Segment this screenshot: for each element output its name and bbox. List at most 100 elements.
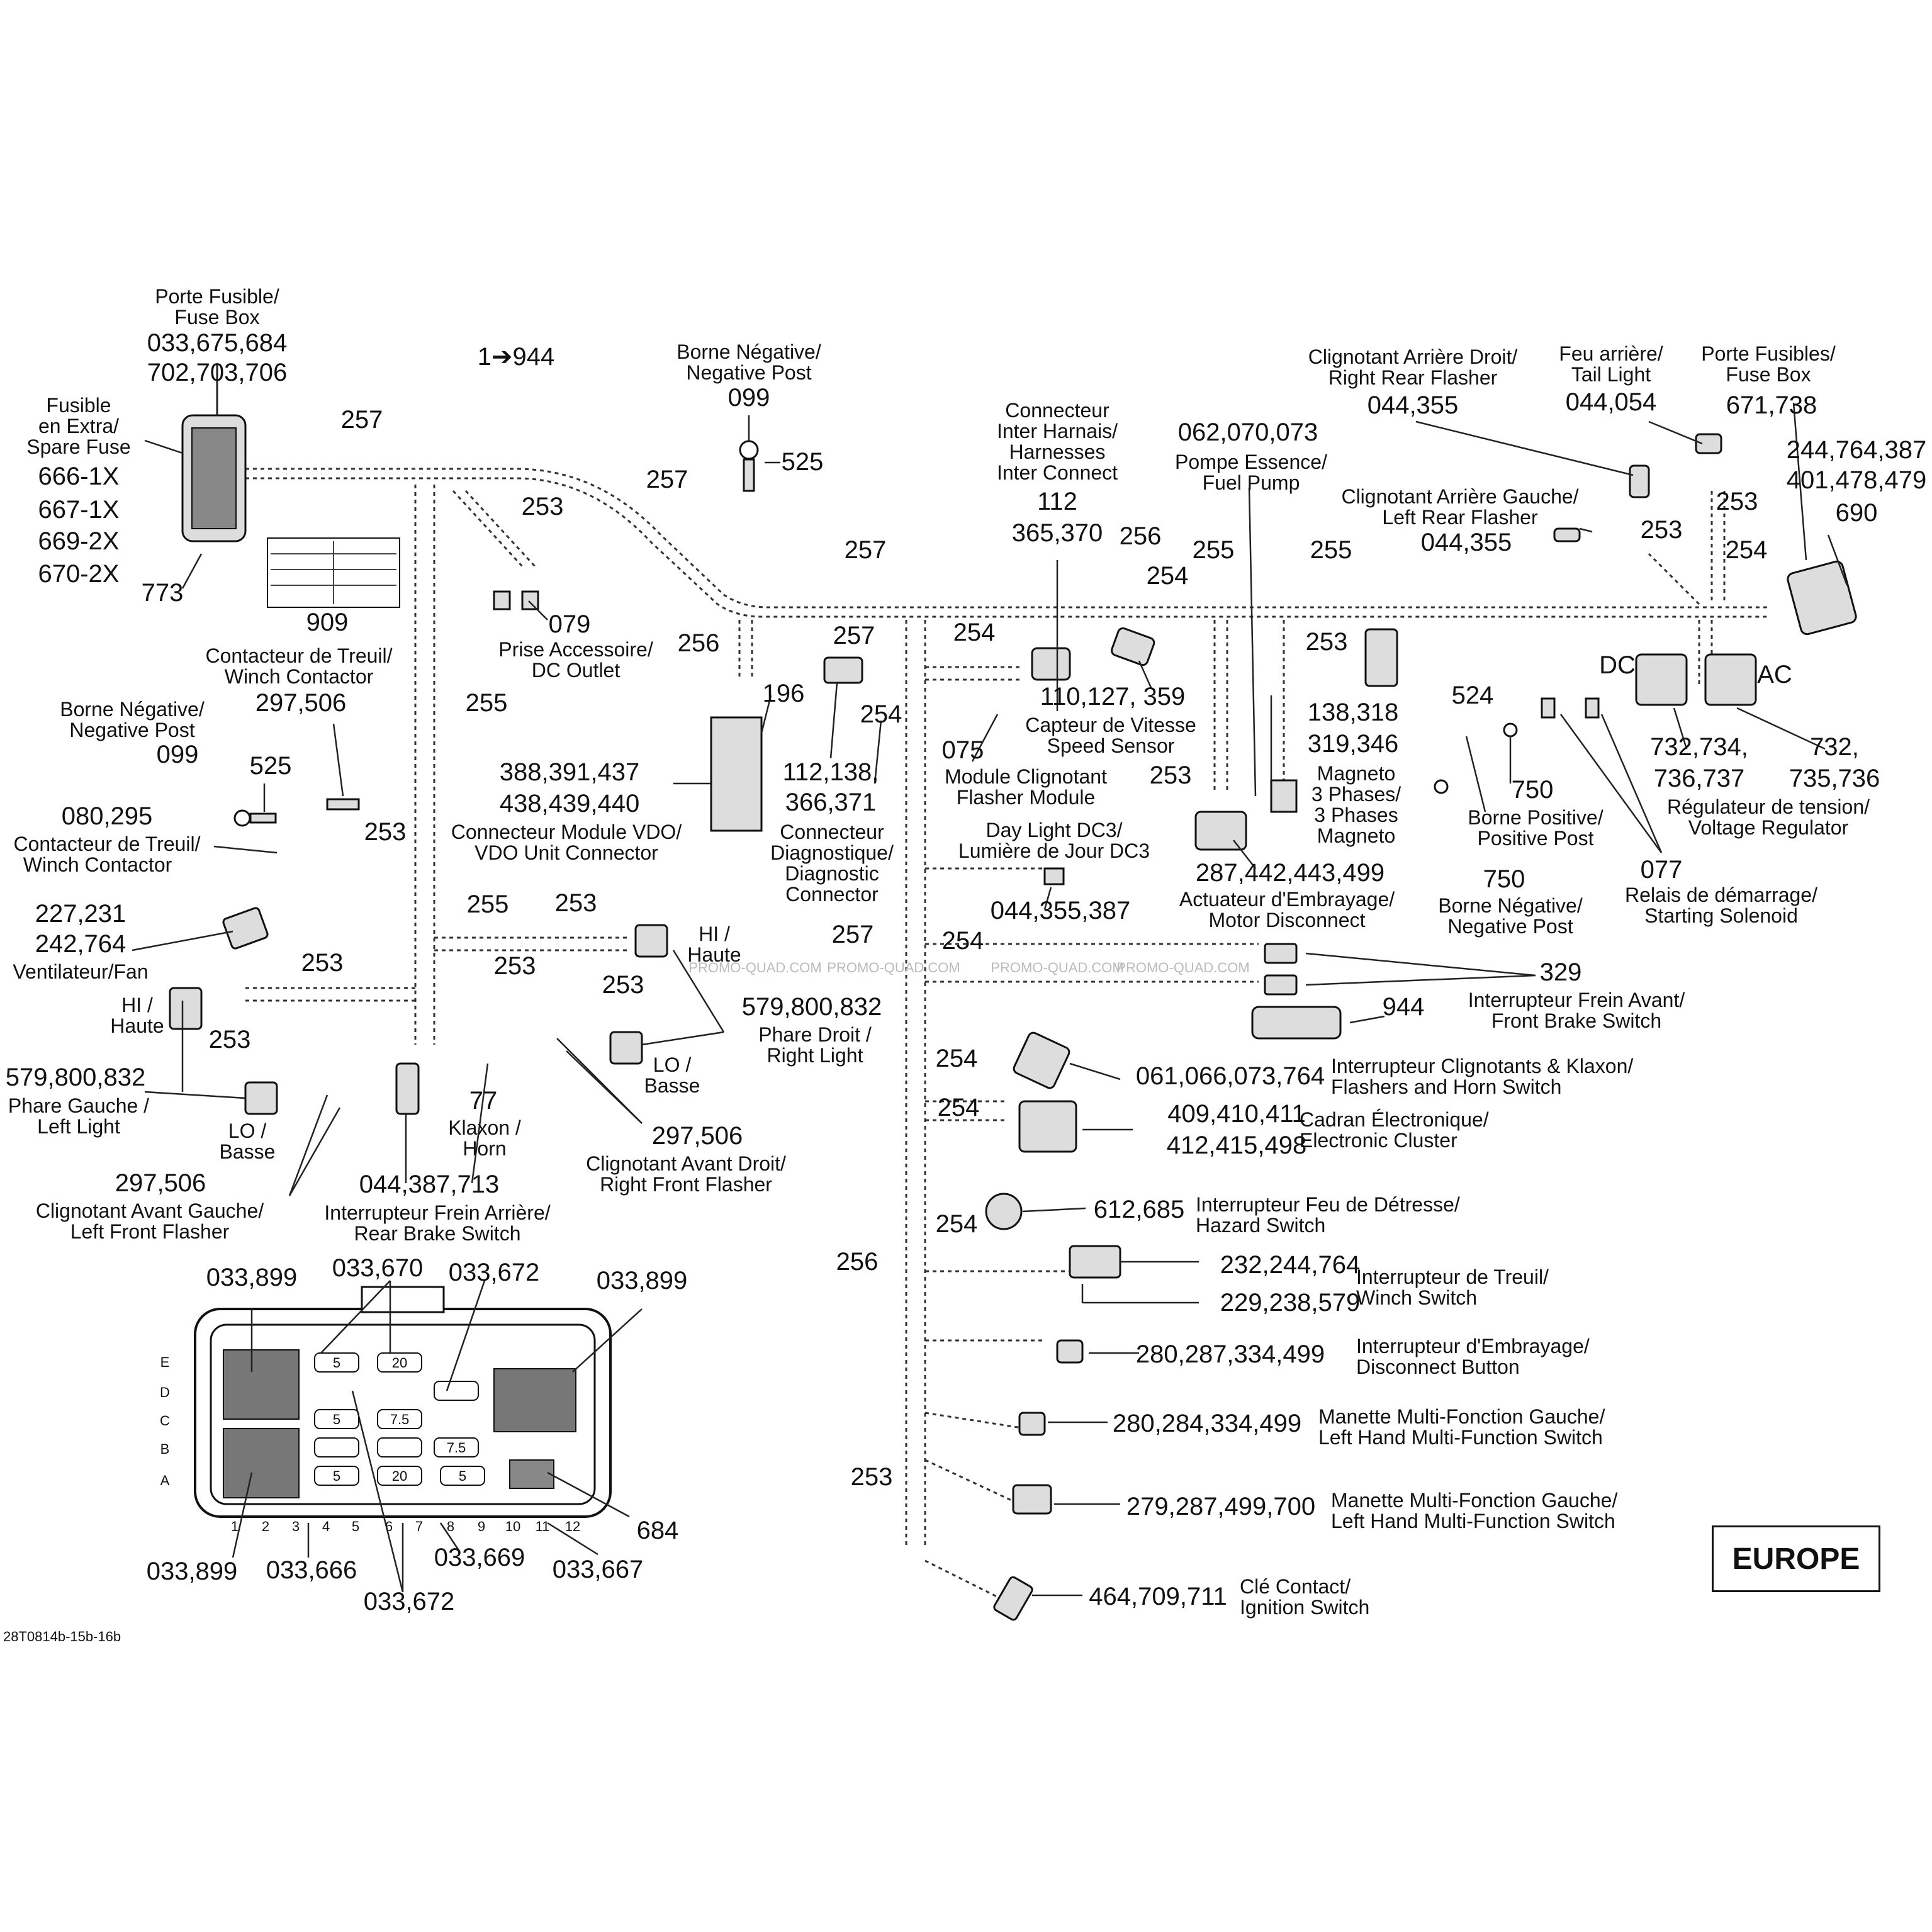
- inter-2: Inter Harnais/: [997, 420, 1118, 442]
- diag-1: Connecteur: [780, 821, 884, 843]
- winch-contactor-pn: 297,506: [256, 689, 347, 717]
- winch-contactor-2: Winch Contactor: [225, 665, 374, 688]
- ign-1: Clé Contact/: [1240, 1575, 1351, 1598]
- pos-post-1: Borne Positive/: [1468, 806, 1603, 829]
- label-254c: 254: [1147, 562, 1189, 590]
- label-257b: 257: [646, 466, 688, 493]
- col-9: 9: [478, 1519, 485, 1534]
- rr-flasher-2: Right Rear Flasher: [1328, 366, 1498, 389]
- label-256c: 256: [836, 1248, 879, 1276]
- col-6: 6: [385, 1519, 393, 1534]
- fuses: [314, 1352, 485, 1486]
- day-pn: 044,355,387: [991, 897, 1130, 924]
- inter-3: Harnesses: [1009, 441, 1106, 463]
- cluster-pn1: 409,410,411: [1167, 1100, 1305, 1128]
- mag-1: Magneto: [1317, 762, 1396, 785]
- lr-flasher-2: Left Rear Flasher: [1382, 506, 1538, 529]
- winch2-2: Winch Contactor: [23, 853, 172, 876]
- horn-2: Horn: [463, 1137, 506, 1160]
- spare-4: 670-2X: [38, 560, 120, 588]
- fuse-5b: 5: [333, 1412, 340, 1427]
- flash-horn-1: Interrupteur Clignotants & Klaxon/: [1331, 1055, 1633, 1077]
- label-77: 77: [469, 1087, 498, 1115]
- vdo-pn1: 388,391,437: [500, 758, 639, 786]
- ign-2: Ignition Switch: [1240, 1596, 1369, 1619]
- cluster-2: Electronic Cluster: [1300, 1129, 1457, 1152]
- label-196: 196: [763, 680, 805, 707]
- col-12: 12: [565, 1519, 580, 1534]
- label-075: 075: [942, 736, 984, 764]
- neg-post-top-1: Borne Négative/: [677, 340, 821, 363]
- winch2-pn: 080,295: [62, 802, 153, 830]
- region-badge: EUROPE: [1712, 1525, 1880, 1592]
- fuel-1: Pompe Essence/: [1175, 451, 1327, 473]
- fb-672a: 033,672: [449, 1259, 540, 1286]
- label-257d: 257: [833, 622, 875, 649]
- lhmf1-1: Manette Multi-Fonction Gauche/: [1318, 1405, 1605, 1428]
- label-256b: 256: [1120, 522, 1162, 550]
- label-773: 773: [142, 579, 184, 607]
- fb-670: 033,670: [332, 1254, 424, 1282]
- label-253b: 253: [1306, 628, 1348, 656]
- row-c: C: [160, 1413, 170, 1429]
- rear-brake-pn: 044,387,713: [359, 1171, 499, 1198]
- reg-1: Régulateur de tension/: [1667, 795, 1870, 818]
- rf-flasher-pn: 297,506: [652, 1122, 743, 1150]
- fb-672b: 033,672: [364, 1588, 455, 1615]
- fuel-pn: 062,070,073: [1178, 418, 1318, 446]
- fb-666: 033,666: [266, 1556, 357, 1584]
- rf-flasher-1: Clignotant Avant Droit/: [586, 1152, 786, 1175]
- label-525a: 525: [782, 448, 824, 476]
- lhmf1-pn: 280,284,334,499: [1113, 1410, 1301, 1437]
- mag-pn1: 138,318: [1308, 699, 1399, 726]
- vdo-2: VDO Unit Connector: [475, 841, 658, 864]
- label-253c: 253: [1716, 488, 1758, 515]
- diagram-code: 28T0814b-15b-16b: [3, 1629, 121, 1644]
- inter-pn2: 365,370: [1012, 519, 1103, 547]
- fan-pn2: 242,764: [35, 930, 126, 958]
- lf-flasher-pn: 297,506: [115, 1169, 206, 1197]
- spare-fuse-3: Spare Fuse: [26, 435, 130, 458]
- main-harness: [245, 468, 1768, 1600]
- col-8: 8: [447, 1519, 454, 1534]
- rr-flasher-1: Clignotant Arrière Droit/: [1308, 345, 1518, 368]
- right-light-2: Right Light: [767, 1044, 863, 1067]
- lhmf1-2: Left Hand Multi-Function Switch: [1318, 1426, 1603, 1449]
- fuse-box-top: [181, 365, 400, 608]
- col-11: 11: [536, 1519, 550, 1534]
- row-d: D: [160, 1384, 170, 1400]
- col-1: 1: [231, 1519, 239, 1534]
- dc-outlet-1: Prise Accessoire/: [498, 638, 653, 661]
- right-light-pn: 579,800,832: [742, 993, 882, 1021]
- flash-horn-2: Flashers and Horn Switch: [1331, 1076, 1561, 1098]
- col-3: 3: [292, 1519, 300, 1534]
- inter-4: Inter Connect: [997, 461, 1118, 484]
- label-253e: 253: [364, 818, 407, 846]
- diag-4: Connector: [785, 883, 879, 906]
- col-7: 7: [415, 1519, 423, 1534]
- tail-1: Feu arrière/: [1559, 342, 1663, 365]
- label-254a: 254: [953, 619, 996, 646]
- flasher-mod-2: Flasher Module: [957, 786, 1096, 809]
- reg-pn2: 401,478,479: [1787, 466, 1926, 494]
- winch-sw-2: Winch Switch: [1356, 1286, 1477, 1309]
- diag-2: Diagnostique/: [770, 841, 894, 864]
- voltage-regulator-parts: [1553, 433, 1857, 706]
- fuse-5d: 5: [459, 1468, 466, 1484]
- hi-left-1: HI /: [121, 994, 153, 1016]
- fuse-75b: 7.5: [447, 1440, 466, 1456]
- text-labels: Porte Fusible/ Fuse Box 033,675,684 702,…: [3, 285, 1926, 1644]
- label-099a: 099: [728, 384, 770, 412]
- fuses-pn: 671,738: [1726, 391, 1817, 419]
- label-255c: 255: [466, 689, 508, 717]
- watermark-2: PROMO-QUAD.COM: [827, 960, 960, 975]
- watermark-1: PROMO-QUAD.COM: [688, 960, 821, 975]
- fuse-box-title2: Fuse Box: [174, 306, 259, 329]
- neg-post-top-2: Negative Post: [686, 361, 811, 384]
- col-10: 10: [505, 1519, 520, 1534]
- speed-pn: 110,127, 359: [1040, 683, 1186, 710]
- label-256a: 256: [678, 629, 720, 657]
- spare-fuse-1: Fusible: [46, 394, 111, 417]
- winch-sw-1: Interrupteur de Treuil/: [1356, 1266, 1549, 1288]
